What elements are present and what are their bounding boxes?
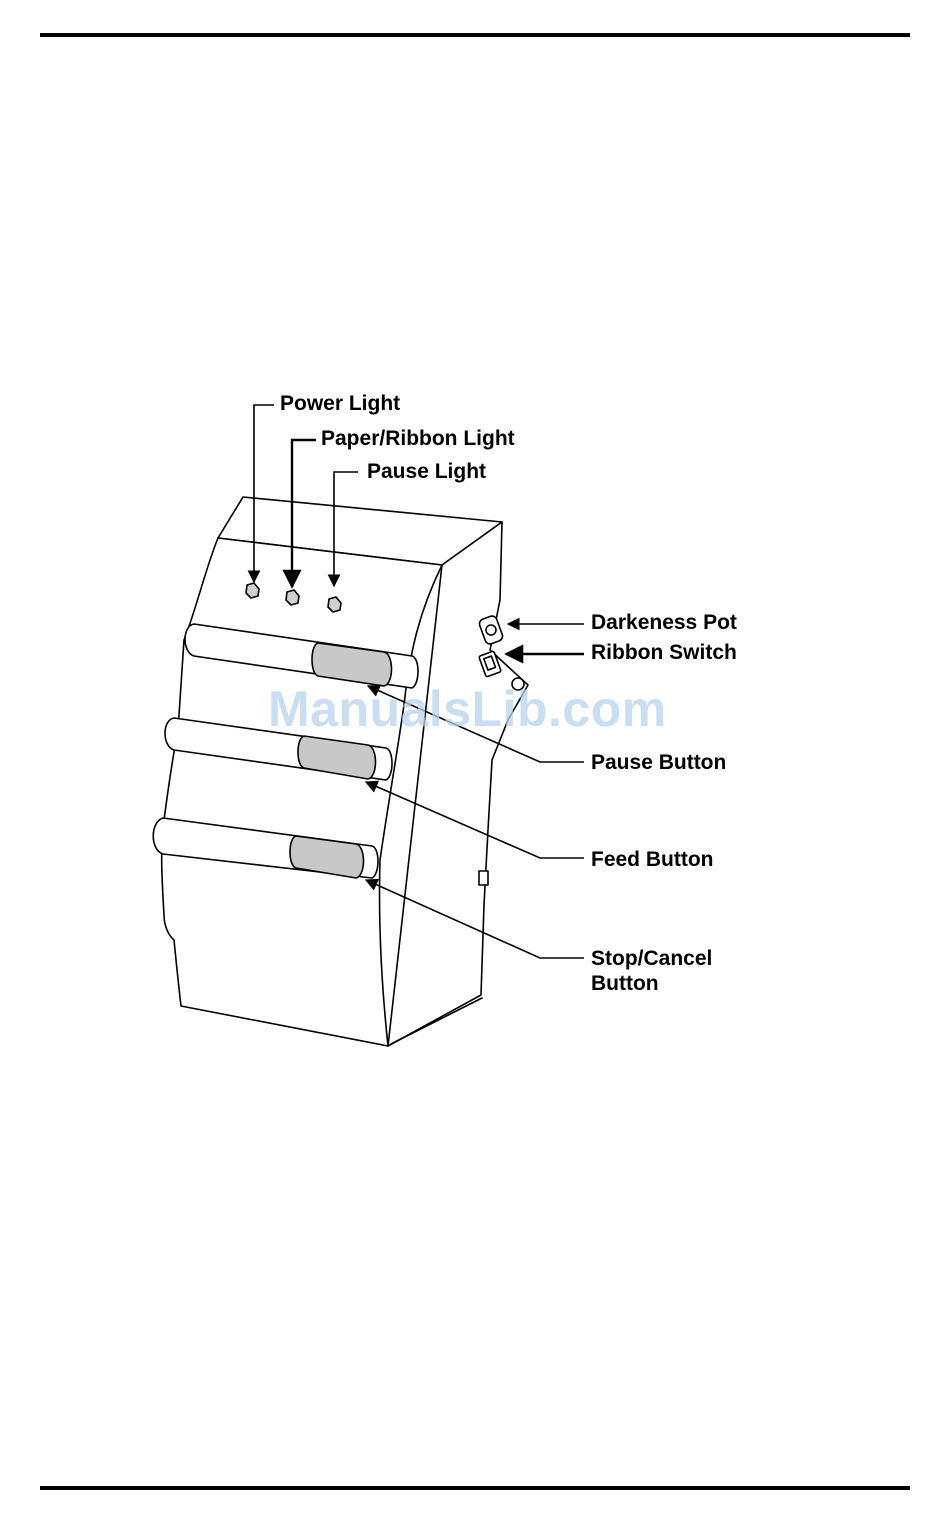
pause-button-label: Pause Button xyxy=(591,751,726,775)
power-light-label: Power Light xyxy=(280,392,400,416)
ribbon-switch-label: Ribbon Switch xyxy=(591,641,737,665)
side-clip xyxy=(479,871,488,885)
feed-button-label: Feed Button xyxy=(591,848,713,872)
paper-ribbon-light-label: Paper/Ribbon Light xyxy=(321,427,515,451)
stop-cancel-label-line2: Button xyxy=(591,972,659,996)
darkeness-pot-label: Darkeness Pot xyxy=(591,611,737,635)
watermark: ManualsLib.com xyxy=(268,680,667,738)
stop-cancel-label-line1: Stop/Cancel xyxy=(591,947,712,971)
pause-light-label: Pause Light xyxy=(367,460,486,484)
